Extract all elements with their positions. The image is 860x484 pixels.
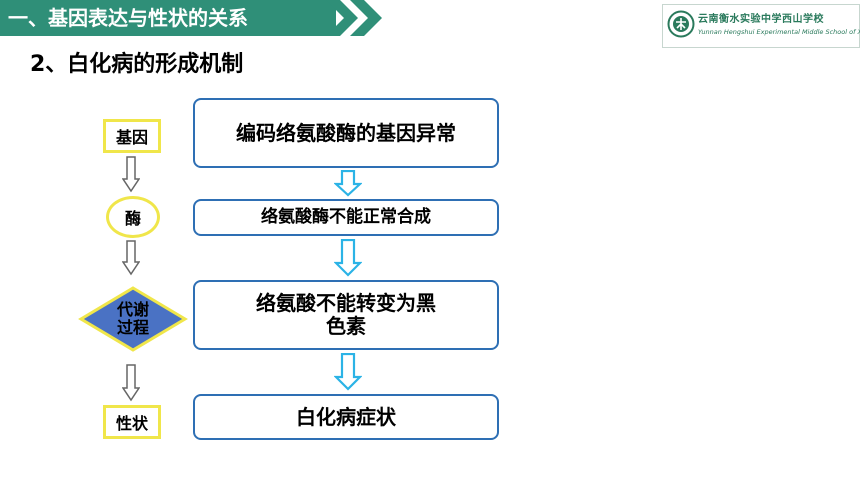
chevron-right-icon [326, 0, 382, 36]
side-label-enzyme: 酶 [106, 196, 160, 238]
side-label-process: 代谢过程 [78, 285, 188, 353]
down-arrow-icon [334, 239, 362, 277]
side-label-gene-text: 基因 [115, 128, 148, 147]
flow-step-gene-abnormal: 编码络氨酸酶的基因异常 [193, 98, 499, 168]
flow-step-enzyme-not-synthesized: 络氨酸酶不能正常合成 [193, 199, 499, 236]
down-arrow-icon [122, 364, 140, 402]
header-title: 一、基因表达与性状的关系 [8, 6, 248, 30]
flow-step-text: 白化病症状 [296, 404, 396, 429]
school-logo: 云南衡水实验中学西山学校 Yunnan Hengshui Experimenta… [662, 4, 860, 48]
flow-step-albinism-symptom: 白化病症状 [193, 394, 499, 440]
down-arrow-icon [334, 170, 362, 197]
side-label-trait: 性状 [103, 405, 161, 439]
down-arrow-icon [334, 353, 362, 391]
down-arrow-icon [122, 156, 140, 193]
flow-step-text: 络氨酸酶不能正常合成 [261, 206, 431, 227]
school-emblem-icon [667, 10, 695, 38]
side-label-process-text: 代谢过程 [116, 300, 149, 337]
side-label-enzyme-text: 酶 [124, 209, 141, 228]
down-arrow-icon [122, 240, 140, 276]
side-label-gene: 基因 [103, 119, 161, 153]
flow-step-no-melanin: 络氨酸不能转变为黑色素 [193, 280, 499, 350]
flow-step-text: 络氨酸不能转变为黑色素 [256, 291, 436, 338]
logo-name-en: Yunnan Hengshui Experimental Middle Scho… [698, 28, 860, 36]
logo-name-cn: 云南衡水实验中学西山学校 [698, 14, 824, 25]
side-label-trait-text: 性状 [115, 414, 148, 433]
flow-step-text: 编码络氨酸酶的基因异常 [236, 120, 456, 145]
diamond-shape [78, 286, 188, 352]
section-title: 2、白化病的形成机制 [30, 52, 244, 77]
header-bar: 一、基因表达与性状的关系 [0, 0, 336, 36]
